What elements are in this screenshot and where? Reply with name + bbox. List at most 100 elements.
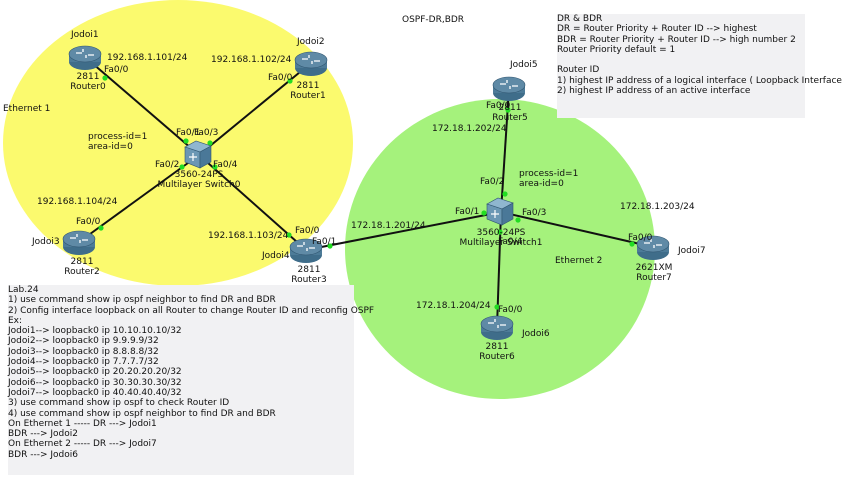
switch0-ospf-config: process-id=1 area-id=0: [88, 132, 147, 152]
port-status-dot: [327, 243, 333, 249]
ip-label-router3-sw1: 172.18.1.201/24: [351, 221, 426, 231]
dr-note-line: 2) highest IP address of an active inter…: [557, 86, 751, 97]
port-router3-fa0-0: Fa0/0: [295, 226, 320, 236]
router1-model: 2811: [296, 81, 320, 91]
ip-label-router3-sw0: 192.168.1.103/24: [208, 231, 289, 241]
switch1-name: Multilayer Switch1: [459, 238, 543, 248]
lab-note-line: 3) use command show ip ospf to check Rou…: [8, 398, 230, 409]
port-switch0-fa0-4: Fa0/4: [213, 160, 238, 170]
lab-note-line: Jodoi6--> loopback0 ip 30.30.30.30/32: [8, 377, 182, 388]
port-status-dot: [494, 304, 500, 310]
switch0-process-id: process-id=1: [88, 132, 148, 142]
lab-note-line: Jodoi3--> loopback0 ip 8.8.8.8/32: [8, 346, 159, 357]
switch-icon-switch1[interactable]: [486, 197, 514, 226]
lab-note-line: Jodoi2--> loopback0 ip 9.9.9.9/32: [8, 336, 159, 347]
router3-model: 2811: [297, 265, 321, 275]
switch1-ospf-config: process-id=1 area-id=0: [519, 169, 578, 189]
port-status-dot: [207, 140, 213, 146]
router5-name: Router5: [492, 113, 528, 123]
link-line-router1-switch0: [198, 62, 312, 156]
port-router5-fa0-0: Fa0/0: [486, 101, 511, 111]
device-label-switch1: 3560-24PS Multilayer Switch1: [448, 228, 554, 248]
port-status-dot: [287, 78, 293, 84]
lab-note-line: Jodoi4--> loopback0 ip 7.7.7.7/32: [8, 357, 159, 368]
switch1-model: 3560-24PS: [476, 228, 526, 238]
hostname-router5: Jodoi5: [510, 60, 538, 70]
device-label-switch0: 3560-24PS Multilayer Switch0: [146, 170, 252, 190]
router-icon-router2[interactable]: [62, 230, 96, 255]
switch0-model: 3560-24PS: [174, 170, 224, 180]
router6-model: 2811: [485, 342, 509, 352]
area-label-ethernet-1: Ethernet 1: [3, 104, 51, 114]
dr-note-line: BDR = Router Priority + Router ID --> hi…: [557, 34, 796, 45]
port-switch0-fa0-3: Fa0/3: [194, 128, 219, 138]
router3-name: Router3: [291, 275, 327, 285]
device-label-router3: 2811 Router3: [284, 265, 334, 285]
lab-note-line: 1) use command show ip ospf neighbor to …: [8, 295, 276, 306]
port-status-dot: [183, 138, 189, 144]
port-switch1-fa0-3: Fa0/3: [522, 208, 547, 218]
router-icon-router0[interactable]: [68, 45, 102, 70]
port-status-dot: [98, 225, 104, 231]
lab-note-line: 4) use command show ip ospf neighbor to …: [8, 408, 276, 419]
switch0-area-id: area-id=0: [88, 142, 133, 152]
hostname-router1: Jodoi2: [297, 37, 325, 47]
port-status-dot: [502, 191, 508, 197]
diagram-title: OSPF-DR,BDR: [402, 15, 465, 25]
port-status-dot: [212, 164, 218, 170]
router-icon-router1[interactable]: [294, 51, 328, 76]
port-status-dot: [505, 107, 511, 113]
lab-note-line: Ex:: [8, 315, 23, 326]
lab-note-line: BDR ---> Jodoi6: [8, 449, 78, 460]
device-label-router2: 2811 Router2: [57, 257, 107, 277]
hostname-router7: Jodoi7: [678, 246, 706, 256]
dr-note-line: 1) highest IP address of a logical inter…: [557, 75, 842, 86]
switch0-name: Multilayer Switch0: [157, 180, 241, 190]
dr-note-line: DR = Router Priority + Router ID --> hig…: [557, 24, 757, 35]
dr-bdr-note: DR & BDR DR = Router Priority + Router I…: [557, 14, 842, 118]
lab-note-line: Jodoi7--> loopback0 ip 40.40.40.40/32: [8, 387, 182, 398]
lab-note-line: On Ethernet 2 ----- DR ---> Jodoi7: [8, 439, 157, 450]
router7-model: 2621XM: [635, 263, 673, 273]
lab-note-line: Jodoi5--> loopback0 ip 20.20.20.20/32: [8, 367, 182, 378]
link-line-router3-switch1: [305, 211, 502, 251]
router-icon-router7[interactable]: [636, 235, 670, 260]
port-status-dot: [515, 217, 521, 223]
device-label-router7: 2621XM Router7: [627, 263, 681, 283]
switch-icon-switch0[interactable]: [184, 140, 212, 169]
lab-note-line: Jodoi1--> loopback0 ip 10.10.10.10/32: [8, 326, 182, 337]
dr-note-line: [557, 55, 805, 65]
hostname-router0: Jodoi1: [71, 30, 99, 40]
port-router6-fa0-0: Fa0/0: [498, 305, 523, 315]
port-status-dot: [286, 232, 292, 238]
router-icon-router5[interactable]: [492, 76, 526, 101]
port-status-dot: [497, 229, 503, 235]
router6-name: Router6: [479, 352, 515, 362]
area-label-ethernet-2: Ethernet 2: [555, 256, 603, 266]
ip-label-router0: 192.168.1.101/24: [107, 53, 188, 63]
router-icon-router3[interactable]: [289, 238, 323, 263]
device-label-router0: 2811 Router0: [63, 72, 113, 92]
dr-note-line: Router ID: [557, 65, 600, 76]
topology-drawing: [3, 0, 670, 399]
dr-note-line: DR & BDR: [557, 14, 603, 24]
port-switch0-fa0-1: Fa0/1: [176, 128, 201, 138]
dr-note-line: Router Priority default = 1: [557, 44, 676, 55]
ip-label-router2: 192.168.1.104/24: [37, 197, 118, 207]
port-router3-fa0-1: Fa0/1: [312, 237, 337, 247]
port-router7-fa0-0: Fa0/0: [628, 233, 653, 243]
router7-name: Router7: [636, 273, 672, 283]
port-switch0-fa0-2: Fa0/2: [155, 160, 180, 170]
hostname-router2: Jodoi3: [32, 237, 60, 247]
lab-instructions-note: Lab.24 1) use command show ip ospf neigh…: [8, 285, 374, 475]
device-label-router6: 2811 Router6: [470, 342, 524, 362]
router-icon-router6[interactable]: [480, 315, 514, 340]
port-switch1-fa0-2: Fa0/2: [480, 177, 505, 187]
router1-name: Router1: [290, 91, 326, 101]
router5-model: 2811: [498, 103, 522, 113]
port-status-dot: [179, 164, 185, 170]
switch1-area-id: area-id=0: [519, 179, 564, 189]
ip-label-router5: 172.18.1.202/24: [432, 124, 507, 134]
port-status-dot: [629, 241, 635, 247]
port-status-dot: [102, 75, 108, 81]
